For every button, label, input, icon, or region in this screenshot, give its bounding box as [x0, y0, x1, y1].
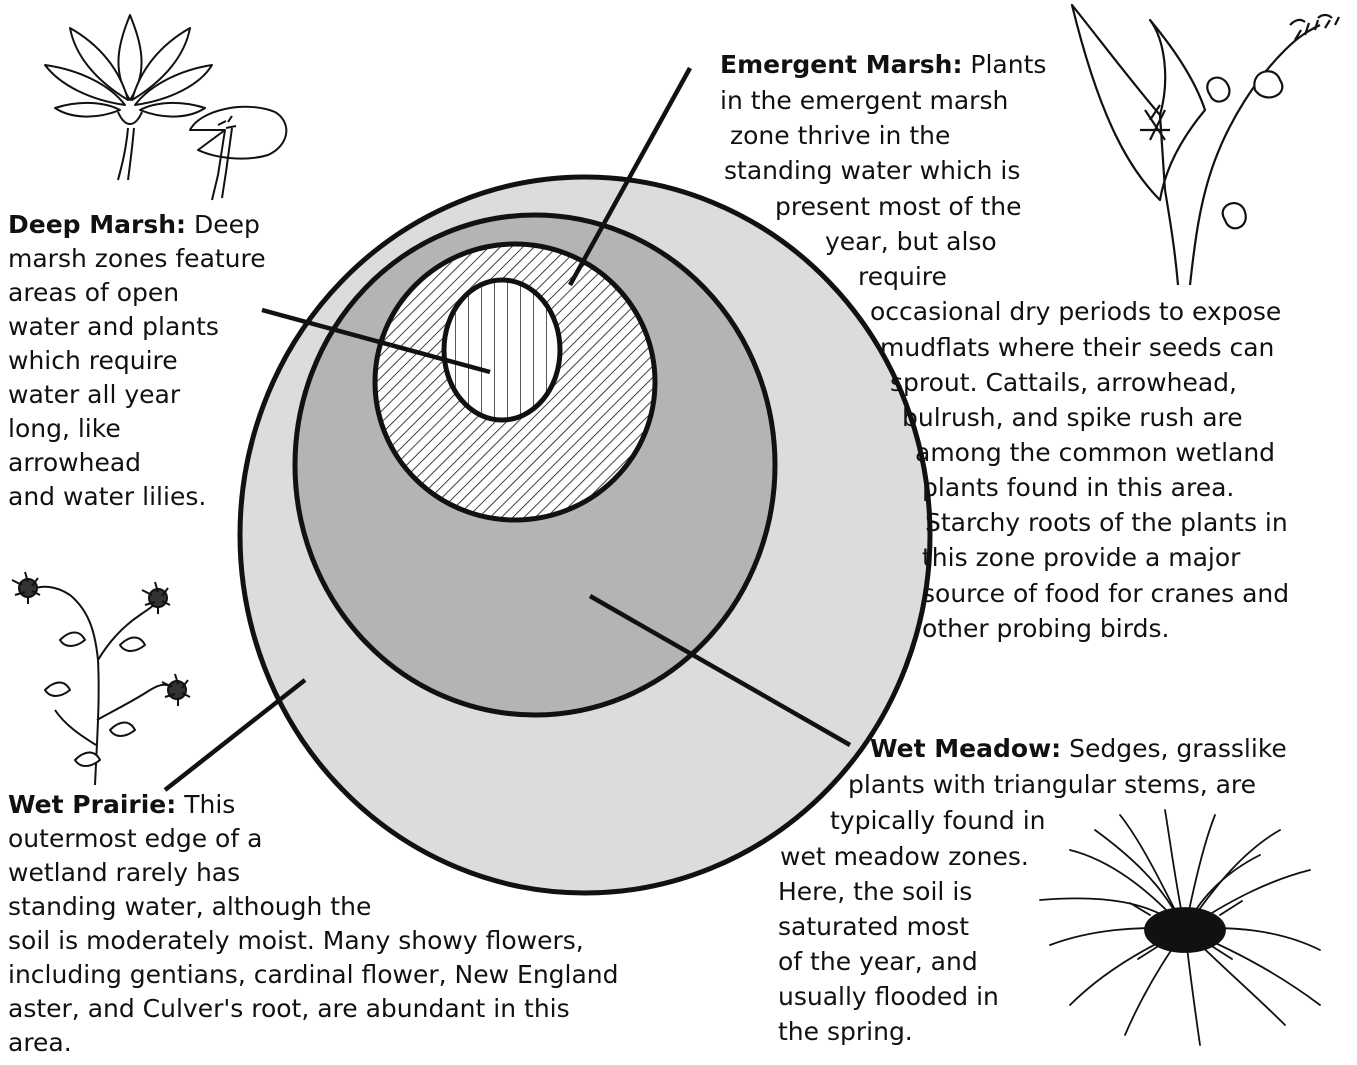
wet-meadow-line: typically found in — [830, 804, 1046, 838]
deep-marsh-line: marsh zones feature — [8, 242, 266, 276]
emergent-marsh-line: year, but also — [825, 225, 997, 259]
deep-marsh-line: and water lilies. — [8, 480, 266, 514]
wet-meadow-line: Here, the soil is — [778, 875, 972, 909]
deep-marsh-line: Deep — [186, 210, 260, 239]
wet-prairie-line: aster, and Culver's root, are abundant i… — [8, 992, 619, 1026]
wet-prairie-line: This — [176, 790, 235, 819]
emergent-marsh-line: plants found in this area. — [922, 471, 1234, 505]
emergent-marsh-line: present most of the — [775, 190, 1021, 224]
emergent-marsh-line: mudflats where their seeds can — [880, 331, 1274, 365]
deep-marsh-line: arrowhead — [8, 446, 266, 480]
deep-marsh-line: long, like — [8, 412, 266, 446]
emergent-marsh-line: this zone provide a major — [922, 541, 1240, 575]
sedge-grass-icon — [1040, 810, 1320, 1045]
wet-prairie-title: Wet Prairie: — [8, 790, 176, 819]
wet-prairie-line: area. — [8, 1026, 619, 1060]
deep-marsh-line: which require — [8, 344, 266, 378]
aster-flower-icon — [12, 572, 190, 785]
deep-marsh-line: water all year — [8, 378, 266, 412]
emergent-marsh-line: bulrush, and spike rush are — [902, 401, 1243, 435]
emergent-marsh-line: Starchy roots of the plants in — [925, 506, 1288, 540]
emergent-marsh-line: sprout. Cattails, arrowhead, — [890, 366, 1237, 400]
wet-prairie-line: including gentians, cardinal flower, New… — [8, 958, 619, 992]
deep-marsh-title: Deep Marsh: — [8, 210, 186, 239]
emergent-marsh-line: other probing birds. — [922, 612, 1169, 646]
wet-prairie-line: outermost edge of a — [8, 822, 619, 856]
wet-meadow-line: usually flooded in — [778, 980, 999, 1014]
emergent-marsh-line: in the emergent marsh — [720, 84, 1008, 118]
emergent-marsh-line: Plants — [962, 50, 1046, 79]
wet-prairie-line: standing water, although the — [8, 890, 619, 924]
wet-meadow-title: Wet Meadow: — [870, 734, 1061, 763]
emergent-marsh-line: zone thrive in the — [730, 119, 950, 153]
emergent-marsh-line: require — [858, 260, 947, 294]
deep-marsh-label: Deep Marsh: Deep marsh zones feature are… — [8, 208, 266, 514]
wet-meadow-line: the spring. — [778, 1015, 913, 1049]
arrowhead-plant-icon — [1072, 5, 1339, 285]
emergent-marsh-line: occasional dry periods to expose — [870, 295, 1281, 329]
wet-prairie-line: wetland rarely has — [8, 856, 619, 890]
deep-marsh-line: areas of open — [8, 276, 266, 310]
wet-meadow-line: of the year, and — [778, 945, 978, 979]
emergent-marsh-title: Emergent Marsh: — [720, 50, 962, 79]
wet-meadow-line: Sedges, grasslike — [1061, 734, 1287, 763]
emergent-marsh-line: among the common wetland — [915, 436, 1275, 470]
wet-meadow-line: plants with triangular stems, are — [848, 768, 1256, 802]
deep-marsh-zone — [444, 280, 560, 420]
wet-prairie-line: soil is moderately moist. Many showy flo… — [8, 924, 619, 958]
wet-prairie-leader-line — [165, 680, 305, 790]
water-lily-icon — [45, 15, 286, 200]
wet-meadow-line: wet meadow zones. — [780, 840, 1029, 874]
wet-prairie-label: Wet Prairie: This outermost edge of a we… — [8, 788, 619, 1060]
deep-marsh-line: water and plants — [8, 310, 266, 344]
wet-meadow-line: saturated most — [778, 910, 969, 944]
emergent-marsh-line: source of food for cranes and — [922, 577, 1289, 611]
emergent-marsh-line: standing water which is — [724, 154, 1020, 188]
